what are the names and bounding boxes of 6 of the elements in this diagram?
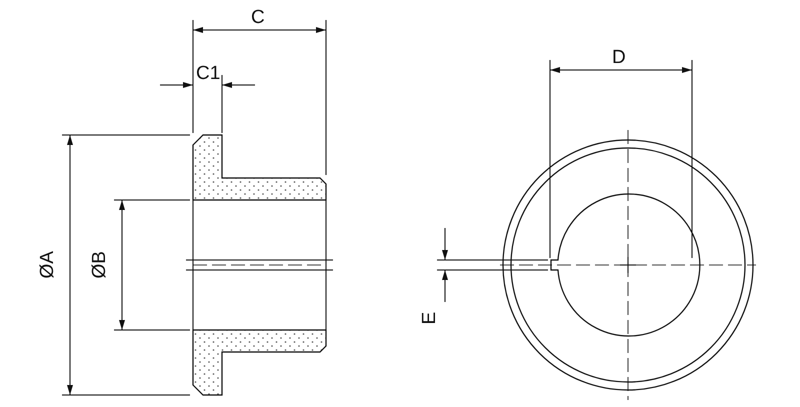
dimension-label: ØB — [90, 251, 109, 278]
dimension-label: C1 — [196, 64, 220, 83]
dimension-label: C — [251, 8, 265, 27]
dimension-label: ØA — [38, 251, 57, 278]
dimension-label: E — [420, 312, 439, 324]
dimension-label: D — [612, 48, 626, 67]
